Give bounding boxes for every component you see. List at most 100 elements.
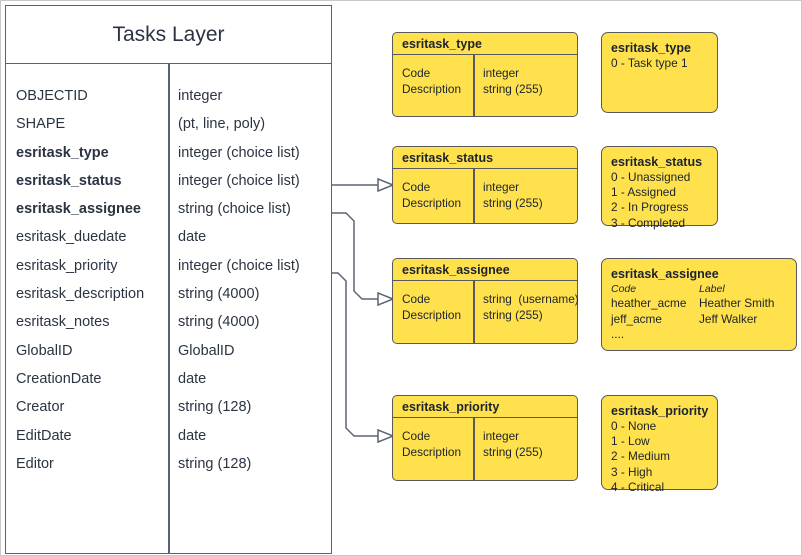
field-name: esritask_description <box>16 286 145 303</box>
field-name: esritask_notes <box>16 314 110 331</box>
entity-table-tasks-layer[interactable]: Tasks Layer OBJECTID integer SHAPE (pt, … <box>5 5 332 554</box>
value-list-item: 2 - Medium <box>611 449 671 464</box>
field-name: Creator <box>16 399 65 416</box>
field-type: integer <box>178 88 223 104</box>
arrowhead-type <box>377 177 396 193</box>
value-label: Jeff Walker <box>699 311 758 326</box>
value-code: heather_acme <box>611 296 687 310</box>
value-list-title: esritask_type <box>611 41 691 55</box>
table-row[interactable]: esritask_description string (4000) <box>6 286 331 314</box>
domain-table-body: Code Description integer string (255) <box>393 169 577 223</box>
value-list-row: heather_acme Heather Smith <box>611 296 787 312</box>
connector-assignee <box>332 272 378 437</box>
value-list-item: 0 - Unassigned <box>611 170 691 184</box>
field-name: SHAPE <box>16 116 66 133</box>
domain-table-title: esritask_type <box>393 33 577 55</box>
domain-field-names: Code Description <box>402 292 462 322</box>
value-list-item: 1 - Low <box>611 434 650 449</box>
field-name: EditDate <box>16 427 72 444</box>
domain-table-esritask-priority[interactable]: esritask_priority Code Description integ… <box>392 395 578 481</box>
domain-column-divider <box>473 418 475 480</box>
entity-column-divider <box>168 64 170 553</box>
domain-field-names: Code Description <box>402 429 462 459</box>
field-type: date <box>178 427 207 444</box>
table-row[interactable]: SHAPE (pt, line, poly) <box>6 116 331 144</box>
table-row[interactable]: esritask_status integer (choice list) <box>6 173 331 201</box>
field-name: CreationDate <box>16 370 102 387</box>
domain-column-divider <box>473 281 475 343</box>
domain-field-names: Code Description <box>402 66 462 96</box>
domain-field-names: Code Description <box>402 180 462 210</box>
domain-table-esritask-status[interactable]: esritask_status Code Description integer… <box>392 146 578 224</box>
value-list-title: esritask_status <box>611 155 703 169</box>
domain-table-esritask-assignee[interactable]: esritask_assignee Code Description strin… <box>392 258 579 344</box>
table-row[interactable]: Editor string (128) <box>6 456 331 484</box>
value-list-item: 3 - Completed <box>611 215 686 230</box>
field-name: GlobalID <box>16 342 73 359</box>
domain-column-divider <box>473 169 475 223</box>
value-list-header-label: Label <box>699 283 725 295</box>
value-list-esritask-status[interactable]: esritask_status 0 - Unassigned 1 - Assig… <box>601 146 718 230</box>
field-name: esritask_assignee <box>16 201 141 218</box>
field-type: string (128) <box>178 399 252 416</box>
value-list-item: 0 - None <box>611 419 657 433</box>
value-list-title: esritask_priority <box>611 404 709 418</box>
value-list-esritask-type[interactable]: esritask_type 0 - Task type 1 <box>601 32 718 113</box>
domain-field-types: integer string (255) <box>483 66 543 96</box>
table-row[interactable]: GlobalID GlobalID <box>6 343 331 371</box>
table-row[interactable]: esritask_assignee string (choice list) <box>6 201 331 229</box>
arrowhead-status <box>377 291 396 307</box>
field-type: string (128) <box>178 455 252 472</box>
field-type: string (choice list) <box>178 201 291 218</box>
value-list-esritask-assignee[interactable]: esritask_assignee Code Label heather_acm… <box>601 258 797 351</box>
domain-field-types: integer string (255) <box>483 180 543 210</box>
domain-table-body: Code Description integer string (255) <box>393 55 577 116</box>
table-row[interactable]: Creator string (128) <box>6 399 331 427</box>
value-code: jeff_acme <box>611 311 662 326</box>
field-type: date <box>178 229 207 246</box>
field-type: integer (choice list) <box>178 257 300 274</box>
value-list-header-row: Code Label <box>611 282 787 296</box>
value-list-item: 1 - Assigned <box>611 185 676 200</box>
value-label: Heather Smith <box>699 296 775 310</box>
value-list-item: 2 - In Progress <box>611 200 689 215</box>
table-row[interactable]: esritask_type integer (choice list) <box>6 145 331 173</box>
value-list-header-code: Code <box>611 283 637 295</box>
value-list-esritask-priority[interactable]: esritask_priority 0 - None 1 - Low 2 - M… <box>601 395 718 494</box>
domain-table-body: Code Description integer string (255) <box>393 418 577 480</box>
domain-table-title: esritask_priority <box>393 396 577 418</box>
table-row[interactable]: esritask_notes string (4000) <box>6 314 331 342</box>
field-name: Editor <box>16 455 54 472</box>
field-list: OBJECTID integer SHAPE (pt, line, poly) … <box>6 88 331 484</box>
domain-column-divider <box>473 55 475 116</box>
domain-table-title: esritask_assignee <box>393 259 577 281</box>
field-type: integer (choice list) <box>178 172 300 189</box>
field-type: string (4000) <box>178 286 260 303</box>
domain-table-esritask-type[interactable]: esritask_type Code Description integer s… <box>392 32 578 117</box>
entity-body: OBJECTID integer SHAPE (pt, line, poly) … <box>6 64 331 553</box>
domain-table-body: Code Description string (username) strin… <box>393 281 579 343</box>
table-row[interactable]: EditDate date <box>6 428 331 456</box>
domain-table-title: esritask_status <box>393 147 577 169</box>
field-name: esritask_status <box>16 172 122 189</box>
connector-status <box>332 212 378 300</box>
table-row[interactable]: esritask_duedate date <box>6 229 331 257</box>
value-list-row: jeff_acme Jeff Walker <box>611 312 787 328</box>
value-list-item: 0 - Task type 1 <box>611 56 688 70</box>
field-type: GlobalID <box>178 342 235 359</box>
arrowhead-assignee <box>377 428 396 444</box>
table-row[interactable]: OBJECTID integer <box>6 88 331 116</box>
field-name: esritask_priority <box>16 257 118 274</box>
table-row[interactable]: CreationDate date <box>6 371 331 399</box>
value-list-item: 3 - High <box>611 464 653 479</box>
value-list-item: 4 - Critical <box>611 479 665 494</box>
domain-field-types: integer string (255) <box>483 429 543 459</box>
field-type: integer (choice list) <box>178 144 300 161</box>
value-list-title: esritask_assignee <box>611 267 719 281</box>
field-name: esritask_type <box>16 144 109 161</box>
value-list-more: .... <box>611 327 625 342</box>
page-title: Tasks Layer <box>6 6 331 64</box>
table-row[interactable]: esritask_priority integer (choice list) <box>6 258 331 286</box>
field-type: string (4000) <box>178 314 260 331</box>
